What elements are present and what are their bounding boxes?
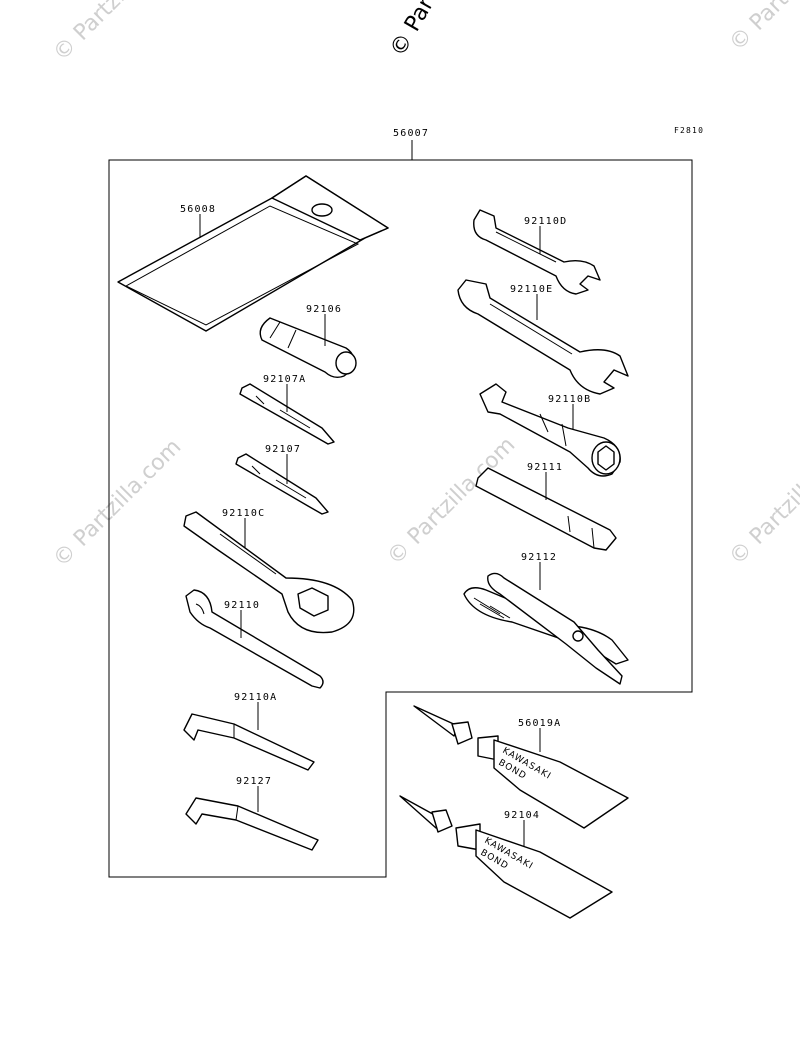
screwdriver-bit-a [239, 383, 335, 445]
label-56019a: 56019A [518, 718, 561, 729]
label-92110b: 92110B [548, 394, 591, 405]
label-92112: 92112 [521, 552, 557, 563]
bond-tube: KAWASAKI BOND [399, 795, 613, 919]
hook-spanner [185, 589, 324, 689]
open-end-wrench-d [473, 209, 601, 295]
label-92110: 92110 [224, 600, 260, 611]
hex-key [185, 797, 319, 851]
label-56007: 56007 [393, 128, 429, 139]
pliers [463, 572, 629, 685]
label-92110e: 92110E [510, 284, 553, 295]
watermark-top-center: © Partz [386, 0, 450, 61]
toolkit-outline [108, 159, 693, 878]
label-92110d: 92110D [524, 216, 567, 227]
socket-handle [259, 317, 357, 379]
extension-bar [475, 467, 617, 551]
label-92127: 92127 [236, 776, 272, 787]
ring-wrench-c [183, 511, 355, 634]
label-92107: 92107 [265, 444, 301, 455]
watermark-top-left: © Partzilla.com [49, 0, 187, 66]
label-92106: 92106 [306, 304, 342, 315]
label-92111: 92111 [527, 462, 563, 473]
tool-case [117, 175, 389, 332]
open-end-wrench-e [457, 279, 629, 395]
label-92107a: 92107A [263, 374, 306, 385]
label-92110a: 92110A [234, 692, 277, 703]
hex-key-a [183, 713, 315, 771]
label-92110c: 92110C [222, 508, 265, 519]
watermark-top-right: © Partzilla.com [725, 0, 800, 56]
screwdriver-bit [235, 453, 329, 515]
socket-wrench-b [479, 383, 621, 477]
watermark-mid-right: © Partzilla.com [725, 433, 800, 571]
label-92104: 92104 [504, 810, 540, 821]
watermark-mid-left: © Partzilla.com [49, 435, 187, 573]
label-56008: 56008 [180, 204, 216, 215]
figure-code: F2810 [674, 126, 704, 135]
watermark-mid-center: © Partzilla.com [383, 433, 521, 571]
